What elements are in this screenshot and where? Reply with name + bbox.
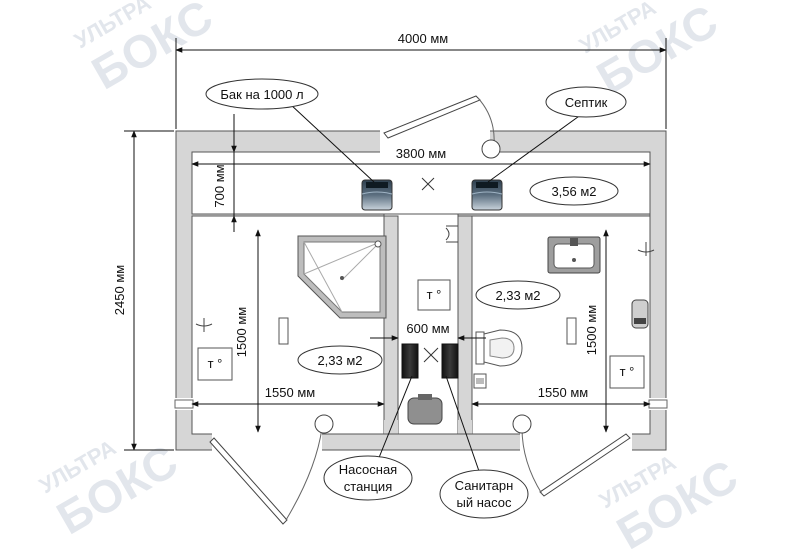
left-door (209, 414, 334, 525)
top-door (383, 95, 501, 159)
middle-width-label: 600 мм (406, 321, 449, 336)
middle-thermostat-icon: т ° (417, 279, 451, 311)
left-room-height-label: 1500 мм (234, 307, 249, 357)
sink-icon (547, 236, 601, 274)
tank-icon (361, 179, 393, 211)
left-wall-hook-icon (195, 318, 213, 332)
right-thermostat-label: т ° (620, 364, 635, 379)
callout-leaders (289, 103, 583, 475)
sanitary-pump-callout-line1: Санитарн (455, 478, 514, 493)
watermark-text-6: БОКС (48, 434, 186, 544)
dimension-lines (124, 38, 667, 451)
septic-icon (471, 179, 503, 211)
middle-thermostat-label: т ° (427, 287, 442, 302)
pump-station-icon (401, 343, 419, 379)
pump-station-callout-line1: Насосная (339, 462, 397, 477)
right-thermostat-icon: т ° (609, 355, 645, 389)
left-thermostat-label: т ° (208, 356, 223, 371)
septic-callout-label: Септик (565, 95, 608, 110)
toilet-paper-holder-icon (473, 373, 487, 389)
right-room-width-label: 1550 мм (538, 385, 588, 400)
total-height-label: 2450 мм (112, 265, 127, 315)
corridor-center-mark (421, 177, 435, 191)
sanitary-pump-icon (441, 343, 459, 379)
corridor-area: 3,56 м2 (529, 176, 619, 206)
tank-callout-label: Бак на 1000 л (220, 87, 303, 102)
pump-station-callout: Насосная станция (323, 455, 413, 501)
left-thermostat-icon: т ° (197, 347, 233, 381)
water-heater-icon (407, 394, 443, 425)
inner-width-label: 3800 мм (396, 146, 446, 161)
corridor-area-label: 3,56 м2 (551, 184, 596, 199)
right-wall-hook-icon (637, 242, 655, 256)
right-room-height-label: 1500 мм (584, 305, 599, 355)
sanitary-pump-callout: Санитарн ый насос (439, 469, 529, 519)
sanitary-pump-callout-line2: ый насос (456, 495, 512, 510)
right-door (512, 414, 631, 497)
right-room-area-label: 2,33 м2 (495, 288, 540, 303)
left-room-width-label: 1550 мм (265, 385, 315, 400)
middle-center-mark (423, 347, 439, 363)
middle-wall-hook-icon (445, 225, 458, 243)
left-room-area-label: 2,33 м2 (317, 353, 362, 368)
corridor-depth-label: 700 мм (212, 164, 227, 207)
hand-dryer-icon (631, 299, 649, 329)
septic-callout: Септик (545, 86, 627, 118)
shower-tray-icon (297, 235, 387, 319)
right-heater-icon (566, 317, 577, 345)
pump-station-callout-line2: станция (344, 479, 392, 494)
left-heater-icon (278, 317, 289, 345)
total-width-label: 4000 мм (398, 31, 448, 46)
tank-callout: Бак на 1000 л (205, 78, 319, 110)
toilet-icon (475, 329, 523, 367)
doors (209, 95, 631, 525)
right-room-area: 2,33 м2 (475, 280, 561, 310)
left-room-area: 2,33 м2 (297, 345, 383, 375)
